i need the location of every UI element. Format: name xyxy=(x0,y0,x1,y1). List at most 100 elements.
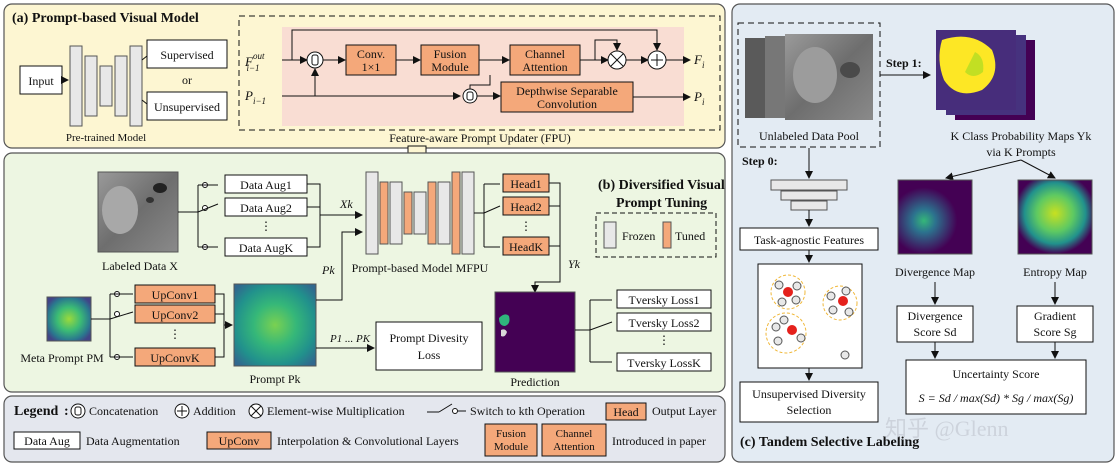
p-out-label: Pi xyxy=(693,89,705,107)
model-label: Prompt-based Model MFPU xyxy=(352,261,489,275)
p1-pk-label: P1 ... PK xyxy=(329,333,371,345)
pool-label: Unlabeled Data Pool xyxy=(759,129,860,143)
p-in-label: Pi−1 xyxy=(244,88,266,106)
legend-switch: Switch to kth Operation xyxy=(470,404,585,418)
uncertainty-score-box xyxy=(905,359,1087,415)
gradient-score-box xyxy=(1016,305,1094,343)
switch-legend-icon xyxy=(427,403,466,414)
labeled-ct-image xyxy=(97,171,179,253)
legend-data-aug-desc: Data Augmentation xyxy=(86,434,180,448)
div-score-label-2: Score Sd xyxy=(914,325,957,339)
legend-data-aug: Data Aug xyxy=(24,434,70,448)
fusion-legend-box xyxy=(484,423,538,457)
legend-colon: : xyxy=(64,404,69,419)
dsc-label-1: Depthwise Separable xyxy=(516,84,618,98)
or-label: or xyxy=(182,73,192,87)
upconv-switches xyxy=(109,291,134,360)
tversky-1-label: Tversky Loss1 xyxy=(629,293,700,307)
feature-extractor-icon xyxy=(770,179,848,211)
head-legend-box xyxy=(605,402,647,421)
upconv-dots: ⋮ xyxy=(169,327,181,341)
divergence-score-box xyxy=(896,305,974,343)
legend-head: Head xyxy=(613,405,638,419)
diversity-label-2: Loss xyxy=(418,348,441,362)
unlabeled-pool-images xyxy=(745,34,873,120)
fusion-label-2: Module xyxy=(431,60,468,74)
legend-channel-1: Channel xyxy=(556,428,593,440)
prompt-diversity-loss-box xyxy=(375,321,483,371)
kmaps-label-1: K Class Probability Maps Yk xyxy=(951,129,1092,143)
legend-title: Legend xyxy=(14,404,59,419)
divergence-map-label: Divergence Map xyxy=(895,265,975,279)
grad-score-label-1: Gradient xyxy=(1034,309,1077,323)
conv-label-2: 1×1 xyxy=(362,60,381,74)
div-score-label-1: Divergence xyxy=(907,309,962,323)
channel-label-1: Channel xyxy=(525,47,566,61)
uncertainty-label: Uncertainty Score xyxy=(953,367,1040,381)
diversity-label-1: Prompt Divesity xyxy=(389,331,468,345)
pretrained-model xyxy=(69,45,143,127)
meta-prompt-image xyxy=(46,296,92,342)
channel-legend-box xyxy=(541,423,607,457)
pretrained-label: Pre-trained Model xyxy=(66,132,146,144)
panel-b-title-1: (b) Diversified Visual xyxy=(598,178,725,193)
head-1-label: Head1 xyxy=(510,177,541,191)
supervised-box xyxy=(146,39,228,69)
data-aug-2-label: Data Aug2 xyxy=(240,201,292,215)
head-2-label: Head2 xyxy=(510,200,541,214)
tversky-2-label: Tversky Loss2 xyxy=(629,316,700,330)
prompt-pk-image xyxy=(233,283,317,367)
concat-legend-icon xyxy=(70,403,86,419)
data-pool-dashed-box xyxy=(737,22,881,148)
upconv-1-label: UpConv1 xyxy=(152,288,199,302)
conv-1x1-box xyxy=(345,44,397,76)
tversky-k-box xyxy=(616,352,712,372)
prompt-pk-label: Prompt Pk xyxy=(249,372,300,386)
panel-b-title-2: Prompt Tuning xyxy=(616,196,707,211)
aug-dots: ⋮ xyxy=(260,219,272,233)
legend-concat: Concatenation xyxy=(89,404,158,418)
head-k-label: HeadK xyxy=(509,240,543,254)
legend-fusion-1: Fusion xyxy=(496,428,526,440)
concat-node-p xyxy=(462,88,478,104)
legend-introduced: Introduced in paper xyxy=(612,434,706,448)
frozen-tuned-legend xyxy=(595,212,717,258)
input-box xyxy=(19,65,63,95)
panel-c-title: (c) Tandem Selective Labeling xyxy=(740,435,919,450)
legend-addition: Addition xyxy=(193,404,236,418)
legend-fusion-2: Module xyxy=(494,441,528,453)
prediction-image xyxy=(494,291,576,373)
unsup-label-1: Unsupervised Diversity xyxy=(752,387,866,401)
labeled-data-label: Labeled Data X xyxy=(102,259,178,273)
data-aug-k-label: Data AugK xyxy=(239,241,294,255)
grad-score-label-2: Score Sg xyxy=(1034,325,1077,339)
tversky-dots: ⋮ xyxy=(658,333,670,347)
f-out-label: Fi xyxy=(693,52,705,70)
cluster-illustration xyxy=(765,274,858,360)
data-aug-legend-box xyxy=(13,431,81,450)
input-label: Input xyxy=(28,74,54,88)
data-aug-1-label: Data Aug1 xyxy=(240,178,292,192)
uncertainty-formula: S = Sd / max(Sd) * Sg / max(Sg) xyxy=(919,391,1074,405)
unsupervised-selection-box xyxy=(739,381,879,423)
conv-label-1: Conv. xyxy=(357,47,385,61)
class-probability-maps xyxy=(936,30,1035,120)
entropy-map-image xyxy=(1017,179,1093,255)
tuned-label: Tuned xyxy=(675,229,705,243)
channel-attention-box xyxy=(509,44,581,76)
yk-label: Yk xyxy=(568,257,581,271)
unsup-label-2: Selection xyxy=(787,403,832,417)
meta-prompt-label: Meta Prompt PM xyxy=(20,351,104,365)
entropy-map-label: Entropy Map xyxy=(1023,265,1087,279)
tversky-k-label: Tversky LossK xyxy=(627,356,701,370)
tversky-1-box xyxy=(616,289,712,309)
aug-switches xyxy=(197,182,219,250)
legend-elementwise: Element-wise Multiplication xyxy=(267,404,405,418)
upconv-2-label: UpConv2 xyxy=(152,308,199,322)
step1-label: Step 1: xyxy=(886,56,922,70)
upconv-k-label: UpConvK xyxy=(150,351,200,365)
pk-label: Pk xyxy=(321,263,335,277)
dsc-label-2: Convolution xyxy=(537,97,597,111)
